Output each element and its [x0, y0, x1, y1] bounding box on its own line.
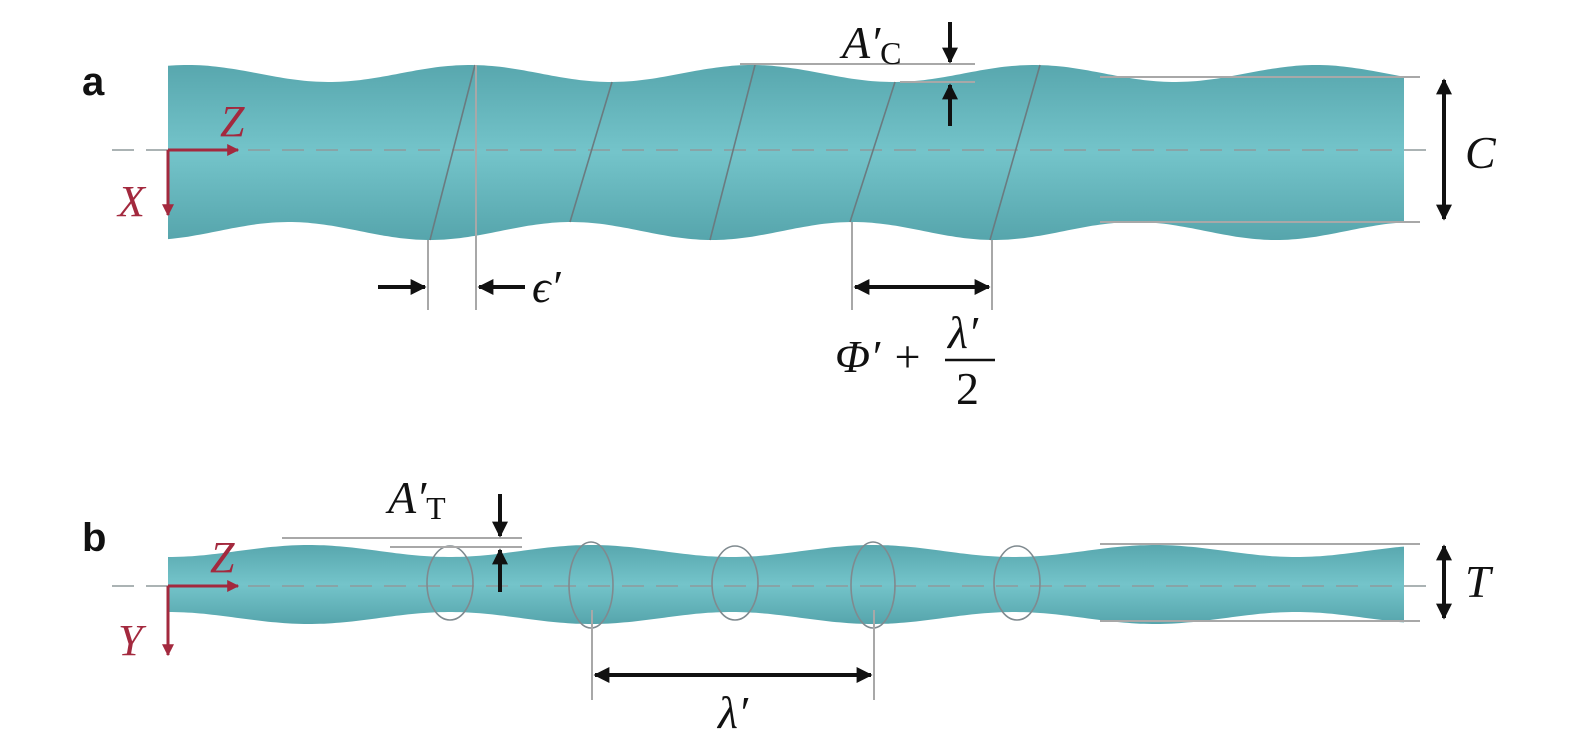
width-label-t: T	[1465, 556, 1494, 607]
panel-a: a Z X C A′C ϵ′	[82, 17, 1497, 414]
x-axis-label: X	[116, 177, 147, 226]
phase-frac-num: λ′	[946, 307, 979, 358]
amplitude-label-c: A′C	[839, 17, 902, 71]
panel-b: b Z Y T A′T λ′	[82, 472, 1494, 738]
fiber-compression-view	[168, 65, 1404, 240]
fiber-torsion-view	[168, 545, 1404, 624]
width-label-c: C	[1465, 127, 1497, 178]
amplitude-label-t: A′T	[385, 472, 446, 526]
panel-b-label: b	[82, 516, 106, 560]
panel-a-label: a	[82, 60, 105, 104]
wavelength-label: λ′	[716, 687, 749, 738]
phase-label: Φ′ +	[835, 331, 923, 382]
phase-frac-den: 2	[956, 363, 979, 414]
y-axis-label: Y	[118, 616, 147, 665]
z-axis-label: Z	[210, 533, 235, 582]
z-axis-label: Z	[220, 97, 245, 146]
offset-label-epsilon: ϵ′	[532, 261, 562, 312]
helix-lines	[429, 64, 1041, 241]
